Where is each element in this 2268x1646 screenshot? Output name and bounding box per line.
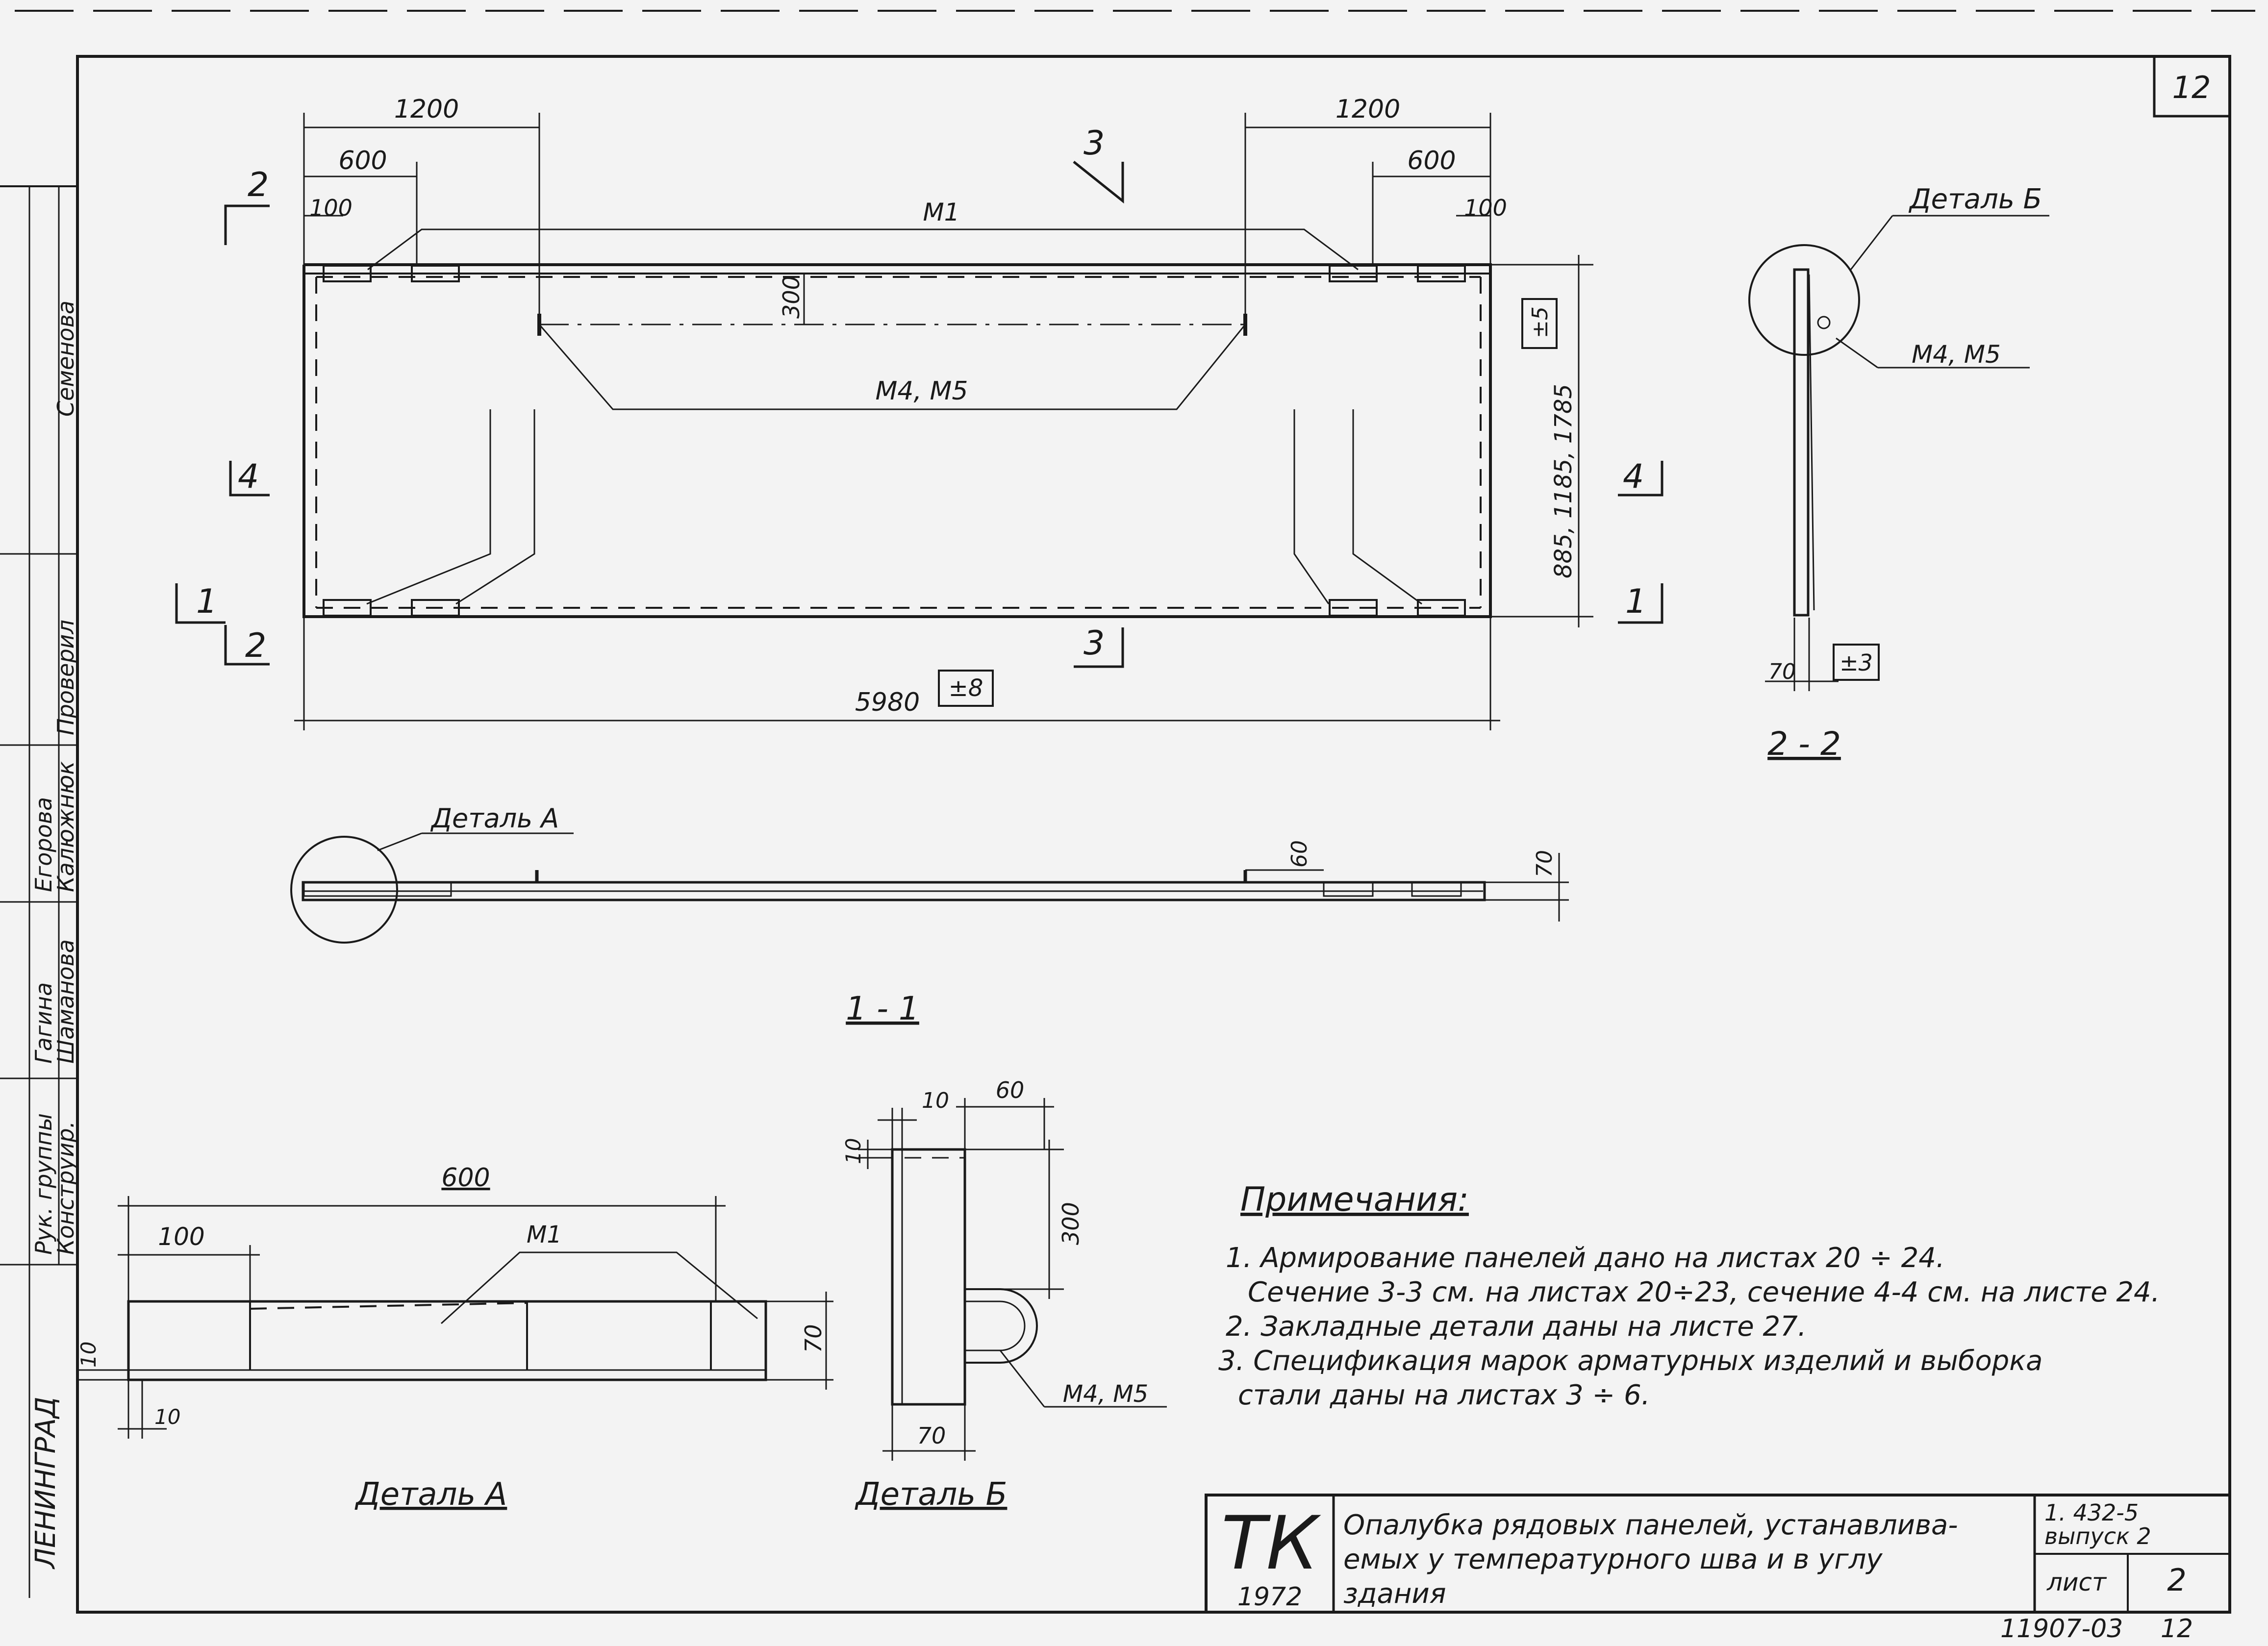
plan-length-tol-box (938, 670, 994, 707)
strip-role-5: Проверил (52, 620, 79, 735)
detail-a: 600 100 М1 70 10 10 Деталь А (76, 1163, 833, 1513)
plan-dim-300: 300 (778, 275, 805, 319)
title-issue: выпуск 2 (2044, 1523, 2151, 1549)
plan-width-tol: ±5 (1528, 306, 1553, 338)
plan-dim-100-left: 100 (309, 195, 353, 221)
detailA-dim-10b: 10 (154, 1405, 180, 1429)
plan-length-tol: ±8 (949, 674, 983, 702)
detailB-dim-60: 60 (996, 1077, 1025, 1103)
section11-detail-a: Деталь А (430, 803, 559, 834)
city-stamp: ЛЕНИНГРАД (30, 1397, 62, 1570)
detailA-dim-100: 100 (158, 1222, 204, 1251)
title-line-2: емых у температурного шва и в углу (1343, 1544, 1883, 1575)
plan-dim-600-right: 600 (1407, 146, 1456, 175)
section11-title: 1 - 1 (846, 990, 919, 1027)
plan-dim-100-right: 100 (1464, 195, 1507, 221)
title-year: 1972 (1237, 1582, 1302, 1612)
sheet-frame: 12 (15, 10, 2255, 1614)
section-mark-4-right: 4 (1623, 457, 1644, 496)
detailA-dim-10a: 10 (76, 1342, 101, 1368)
detailB-title: Деталь Б (855, 1476, 1008, 1513)
detailB-dim-70: 70 (917, 1422, 946, 1449)
detailA-dim-600: 600 (441, 1163, 490, 1193)
section-2-2: Деталь Б М4, М5 70 ±3 2 - 2 (1748, 183, 2049, 763)
notes-title: Примечания: (1240, 1180, 1469, 1219)
strip-role-1: Рук. группы (30, 1113, 57, 1255)
section22-tol-box (1833, 644, 1880, 681)
section22-tol: ±3 (1840, 649, 1873, 676)
detailB-dim-300: 300 (1058, 1202, 1084, 1245)
strip-name-4: Калюжнюк (52, 761, 79, 892)
left-strip: Рук. группы Гагина Конструир. Шаманова Е… (0, 185, 79, 1598)
plan-dim-1200-right: 1200 (1336, 95, 1400, 124)
title-block: ТК 1972 Опалубка рядовых панелей, устана… (1205, 1494, 2231, 1644)
strip-name-2: Шаманова (52, 939, 79, 1064)
section22-m4m5: М4, М5 (1912, 340, 2001, 369)
plan-view: 1200 600 100 1200 600 100 300 5980 ±8 ±5… (175, 95, 1663, 730)
bottom-code: 11907-03 (2000, 1614, 2123, 1644)
detail-b: М4, М5 10 60 10 300 70 Деталь Б (841, 1077, 1167, 1513)
notes-line-4: 3. Спецификация марок арматурных изделий… (1218, 1345, 2042, 1377)
section-mark-3-bottom: 3 (1084, 624, 1105, 663)
section22-title: 2 - 2 (1767, 725, 1841, 763)
section-mark-2-bottom: 2 (245, 626, 266, 665)
detailA-m1: М1 (527, 1221, 562, 1248)
detailA-dim-70: 70 (800, 1324, 827, 1353)
notes-line-3: 2. Закладные детали даны на листе 27. (1226, 1311, 1807, 1343)
section11-dim-70: 70 (1532, 850, 1557, 877)
plan-plates (323, 265, 1466, 617)
detailB-dim-10a: 10 (922, 1088, 949, 1113)
notes-line-5: стали даны на листах 3 ÷ 6. (1238, 1379, 1650, 1411)
detailB-dim-10b: 10 (841, 1138, 865, 1164)
title-logo: ТК (1221, 1501, 1321, 1586)
plan-dim-heights: 885, 1185, 1785 (1550, 384, 1577, 578)
plan-label-m1: М1 (923, 198, 960, 226)
section-mark-3-top: 3 (1084, 124, 1105, 163)
sheet-number-top: 12 (2172, 70, 2211, 105)
section11-dim-60: 60 (1287, 840, 1312, 868)
bottom-page: 12 (2161, 1614, 2193, 1644)
section-mark-1-left: 1 (196, 582, 217, 621)
title-sheet-value: 2 (2167, 1562, 2186, 1598)
section22-dim-70: 70 (1768, 659, 1796, 684)
notes-line-2: Сечение 3-3 см. на листах 20÷23, сечение… (1248, 1276, 2160, 1308)
notes: Примечания: 1. Армирование панелей дано … (1218, 1180, 2160, 1411)
section-mark-1-right: 1 (1625, 582, 1646, 621)
notes-line-1: 1. Армирование панелей дано на листах 20… (1226, 1242, 1945, 1274)
title-series: 1. 432-5 (2044, 1499, 2139, 1526)
title-line-1: Опалубка рядовых панелей, устанавлива- (1343, 1509, 1958, 1541)
title-line-3: здания (1343, 1578, 1446, 1610)
detailA-title: Деталь А (354, 1476, 507, 1513)
strip-name-5: Семенова (52, 300, 79, 417)
strip-role-2: Конструир. (52, 1121, 79, 1255)
plan-dim-1200-left: 1200 (394, 95, 459, 124)
plan-dim-600-left: 600 (338, 146, 387, 175)
plan-dim-length: 5980 (855, 688, 920, 717)
section22-detail-b: Деталь Б (1908, 183, 2042, 215)
section-1-1: Деталь А 60 70 1 - 1 (290, 803, 1569, 1027)
strip-name-3: Егорова (30, 797, 57, 892)
section-marks: 2 2 4 1 4 1 3 3 (175, 124, 1663, 668)
title-sheet-label: лист (2046, 1568, 2107, 1596)
plan-label-m4m5: М4, М5 (876, 376, 968, 406)
detailB-m4m5: М4, М5 (1063, 1380, 1148, 1408)
strip-name-1: Гагина (30, 982, 57, 1064)
section-mark-4-left: 4 (238, 457, 259, 496)
section-mark-2-top: 2 (248, 166, 269, 204)
plan-width-tol-box (1521, 298, 1558, 349)
